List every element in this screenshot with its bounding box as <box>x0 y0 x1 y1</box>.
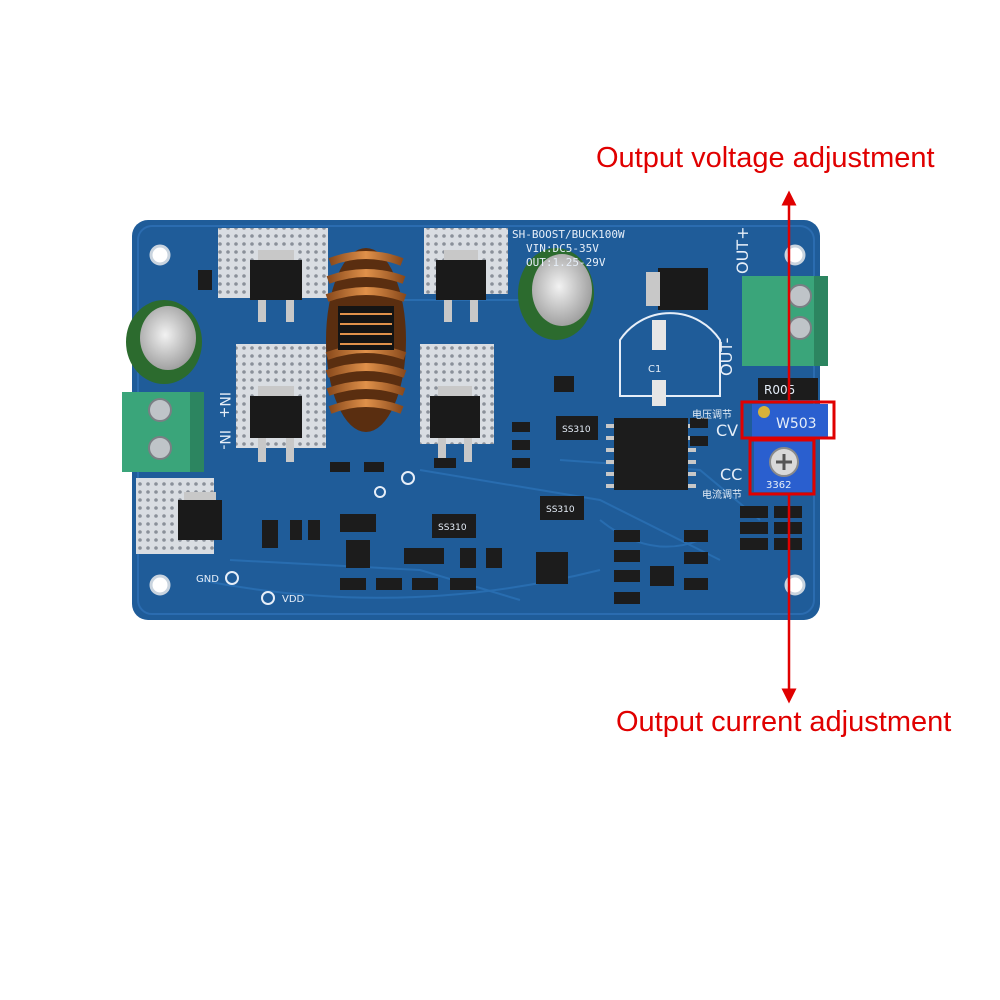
cc-label: CC <box>720 465 742 484</box>
output-terminal <box>742 276 828 366</box>
model-label: SH-BOOST/BUCK100W <box>512 228 625 241</box>
integrated-circuits <box>536 376 696 584</box>
diode-label: SS310 <box>546 505 575 515</box>
vin-label: VIN:DC5-35V <box>526 242 599 255</box>
smd-components <box>198 270 802 604</box>
mosfets <box>178 250 708 540</box>
current-highlight-box <box>748 438 816 496</box>
output-voltage-label: Output voltage adjustment <box>596 142 935 174</box>
shunt-label: R005 <box>764 383 795 397</box>
out-minus-label: OUT- <box>717 338 736 376</box>
capacitor-label: C1 <box>648 364 661 375</box>
electrolytic-capacitors: C1 <box>126 248 721 406</box>
cv-cn-label: 电压调节 <box>692 408 732 421</box>
voltage-potentiometer: W503 <box>752 404 828 438</box>
schottky-diodes: SS310 SS310 SS310 <box>432 416 598 538</box>
current-pot-label: 3362 <box>766 480 791 491</box>
input-terminal <box>122 392 204 472</box>
cc-cn-label: 电流调节 <box>702 488 742 501</box>
current-potentiometer: 3362 <box>754 440 812 492</box>
vdd-label: VDD <box>282 594 305 605</box>
out-plus-label: OUT+ <box>733 227 752 274</box>
diode-label: SS310 <box>562 425 591 435</box>
in-minus-label: IN- <box>216 430 232 450</box>
silkscreen: SH-BOOST/BUCK100W VIN:DC5-35V OUT:1.25-2… <box>196 227 752 605</box>
in-plus-label: IN+ <box>216 392 232 418</box>
vout-label: OUT:1.25-29V <box>526 256 606 269</box>
cv-label: CV <box>716 421 738 440</box>
output-current-label: Output current adjustment <box>616 706 952 738</box>
diode-label: SS310 <box>438 523 467 533</box>
toroid-inductor <box>325 248 407 432</box>
gnd-label: GND <box>196 574 219 585</box>
voltage-pot-label: W503 <box>776 416 817 432</box>
annotation-overlay <box>740 190 836 704</box>
